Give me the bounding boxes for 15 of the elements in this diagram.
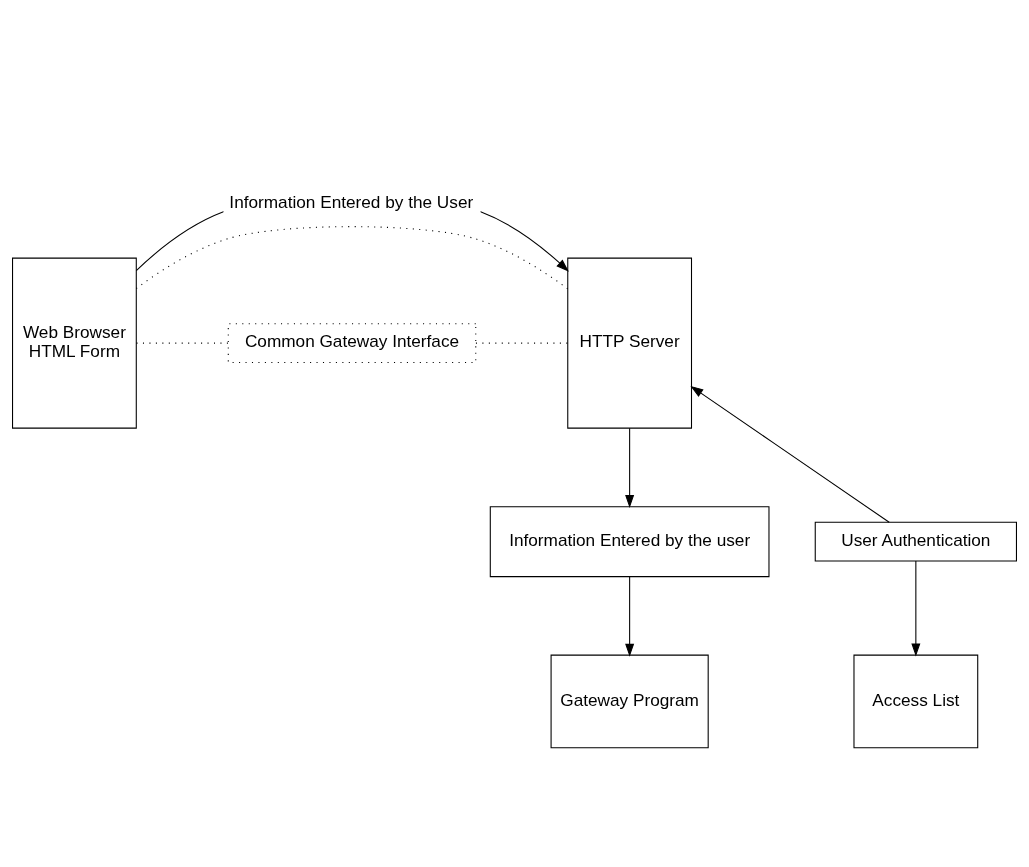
node-box: HTTP Server: [567, 257, 693, 429]
node-box: Common Gateway Interface: [227, 323, 477, 364]
connector: [475, 342, 568, 344]
edge-label: Information Entered by the User: [229, 192, 474, 213]
arrow: [625, 576, 635, 657]
node-box: User Authentication: [814, 521, 1017, 562]
arrow: [911, 560, 921, 657]
node-box: Web Browser HTML Form: [12, 257, 137, 429]
node-box: Information Entered by the user: [489, 506, 770, 578]
connector: [135, 342, 229, 344]
arrow: [625, 427, 635, 509]
arrow: [690, 385, 890, 523]
connector: [135, 226, 569, 290]
node-box: Gateway Program: [550, 654, 709, 749]
node-box: Access List: [853, 654, 979, 749]
